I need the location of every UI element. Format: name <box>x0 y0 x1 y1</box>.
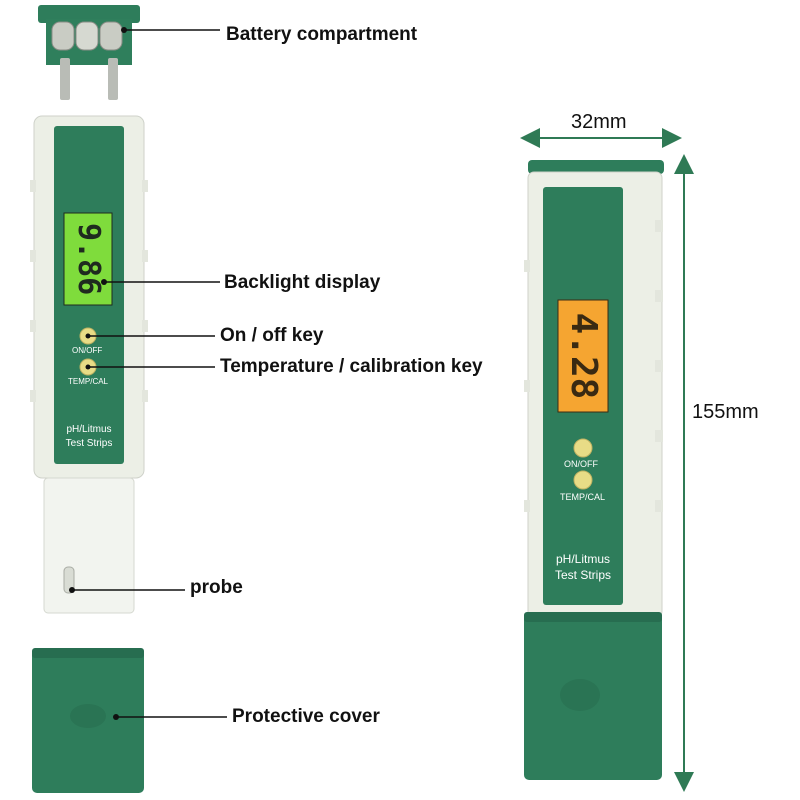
right-onoff-text: ON/OFF <box>564 459 598 469</box>
left-brand-line1: pH/Litmus <box>66 424 112 435</box>
right-tempcal-button <box>573 470 593 490</box>
right-brand-line2: Test Strips <box>554 568 611 582</box>
right-lcd-screen <box>557 299 609 413</box>
right-onoff-button <box>573 438 593 458</box>
right-lcd-reading: 4.28 <box>563 312 604 400</box>
battery-compartment <box>38 5 140 100</box>
width-dimension-label: 32mm <box>571 111 627 133</box>
tempcal-key-label: Temperature / calibration key <box>220 356 483 377</box>
left-onoff-text: ON/OFF <box>72 346 103 355</box>
left-brand-line2: Test Strips <box>65 438 113 449</box>
left-pen-body <box>30 115 148 614</box>
probe-label: probe <box>190 577 243 598</box>
left-lcd-reading: 9.86 <box>71 223 106 296</box>
protective-cover-label: Protective cover <box>232 706 380 727</box>
onoff-key-label: On / off key <box>220 325 324 346</box>
probe-tip <box>63 566 75 594</box>
right-tempcal-text: TEMP/CAL <box>560 492 606 502</box>
protective-cover <box>32 648 144 793</box>
left-tempcal-text: TEMP/CAL <box>68 377 109 386</box>
battery-compartment-label: Battery compartment <box>226 24 418 45</box>
height-dimension-label: 155mm <box>692 401 759 423</box>
left-lcd-screen <box>63 212 113 306</box>
callout-lines <box>72 29 227 718</box>
right-pen-body <box>524 160 664 780</box>
backlight-display-label: Backlight display <box>224 272 381 293</box>
right-brand-line1: pH/Litmus <box>555 552 611 566</box>
